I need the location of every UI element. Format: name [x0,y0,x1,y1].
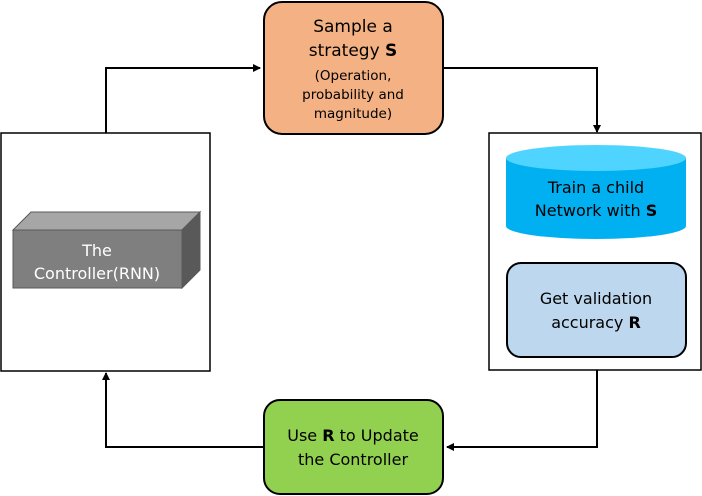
update-line1-post: to Update [335,426,419,445]
sample-strategy-box [263,1,444,135]
validation-line2: accuracy R [551,313,641,332]
update-box [263,399,444,495]
sample-line3: (Operation, [315,68,392,84]
controller-line1: The [81,241,112,260]
train-child-cylinder: Train a child Network with S [506,145,686,239]
sample-line1: Sample a [313,17,393,37]
controller-block-top [11,211,202,231]
sample-line2-bold: S [385,41,397,61]
train-line1: Train a child [547,178,644,197]
controller-block: The Controller(RNN) [11,210,202,290]
validation-line2-text: accuracy [551,313,628,332]
train-line2-text: Network with [535,201,646,220]
arrow-update-to-controller [102,372,264,448]
sample-line2-text: strategy [309,41,385,61]
sample-line5: magnitude) [314,106,392,122]
validation-box [506,262,687,358]
validation-line1: Get validation [540,289,652,308]
train-line2: Network with S [535,201,657,220]
update-node: Use R to Update the Controller [263,399,444,495]
update-line1: Use R to Update [287,426,419,445]
cylinder-top [506,145,686,171]
update-line2: the Controller [298,450,408,469]
cylinder-body [506,158,686,239]
train-line2-bold: S [646,201,658,220]
sample-line4: probability and [302,87,404,103]
validation-node: Get validation accuracy R [506,262,687,358]
update-line1-pre: Use [287,426,322,445]
update-line1-bold: R [322,426,334,445]
arrow-train-to-update [446,370,598,451]
controller-block-front [12,229,183,289]
controller-panel: The Controller(RNN) [0,132,211,372]
controller-line2: Controller(RNN) [34,264,160,283]
sample-strategy-node: Sample a strategy S (Operation, probabil… [263,1,444,135]
arrow-controller-to-sample [105,64,261,133]
arrow-sample-to-train [443,67,601,133]
training-panel: Train a child Network with S Get validat… [488,132,702,371]
sample-line2: strategy S [309,41,398,61]
validation-line2-bold: R [628,313,640,332]
